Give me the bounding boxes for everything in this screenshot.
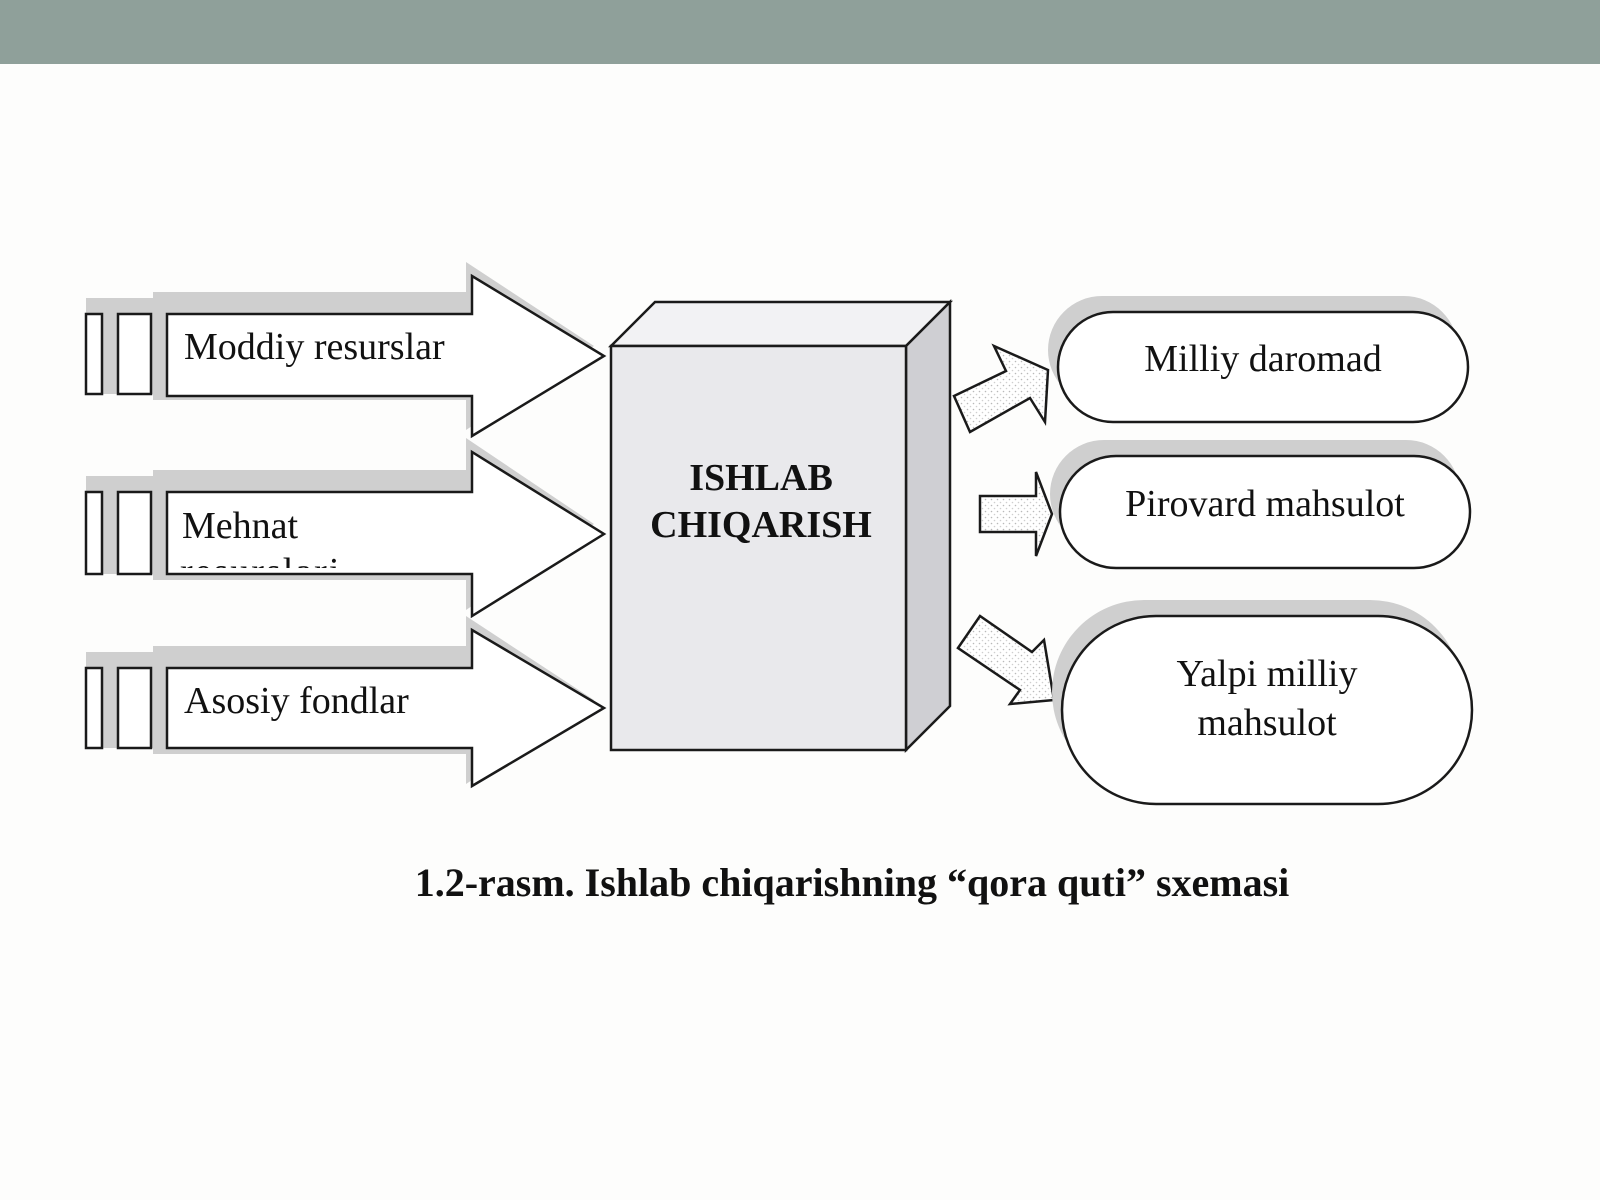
top-banner xyxy=(0,0,1600,64)
input-label-labor-overflow: resurslari xyxy=(180,551,341,593)
output-arrow-2 xyxy=(978,471,1054,557)
output-gross-national-product: Yalpi milliy mahsulot xyxy=(1052,600,1474,806)
input-label-fixed-assets: Asosiy fondlar xyxy=(184,680,409,722)
production-black-box: ISHLAB CHIQARISH xyxy=(607,298,954,754)
output-label-final-product: Pirovard mahsulot xyxy=(1125,483,1405,525)
input-label-material-resources: Moddiy resurslar xyxy=(184,326,445,368)
output-label-gnp-line1: Yalpi milliy xyxy=(1177,653,1358,695)
output-label-national-income: Milliy daromad xyxy=(1144,338,1381,380)
output-final-product: Pirovard mahsulot xyxy=(1050,440,1472,570)
output-label-gnp-line2: mahsulot xyxy=(1197,702,1337,744)
input-label-labor: Mehnat xyxy=(182,505,299,547)
figure-caption: 1.2-rasm. Ishlab chiqarishning “qora qut… xyxy=(415,860,1290,905)
output-arrow-3 xyxy=(956,614,1056,706)
output-arrow-1 xyxy=(952,343,1050,434)
input-arrow-material-resources: Moddiy resurslar xyxy=(84,262,607,439)
input-arrow-labor-resources: Mehnat resurslari xyxy=(84,438,607,619)
center-title-line2: CHIQARISH xyxy=(650,504,872,546)
center-title-line1: ISHLAB xyxy=(689,457,833,499)
input-arrow-fixed-assets: Asosiy fondlar xyxy=(84,616,607,789)
output-national-income: Milliy daromad xyxy=(1048,296,1470,424)
